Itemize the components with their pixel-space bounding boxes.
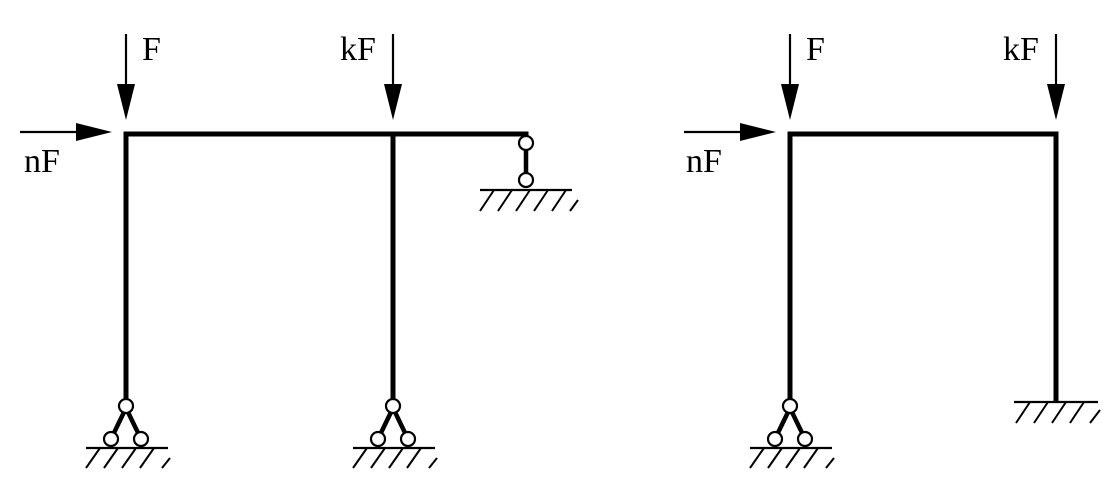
frame2-load-f-label: F	[806, 31, 825, 68]
frame2-right-fixed-support	[1014, 400, 1101, 424]
frame2-load-kf-arrow	[1047, 34, 1065, 120]
frame1-load-nf-arrow	[20, 123, 112, 141]
frame1-load-f-label: F	[142, 31, 161, 68]
frame1-middle-pin-support	[352, 397, 438, 469]
frame2-left-pin-support	[749, 397, 835, 469]
frame1-load-kf-arrow	[384, 34, 402, 120]
frame2-load-nf-label: nF	[686, 143, 722, 180]
frame1-load-f-arrow	[117, 34, 135, 120]
frame2-load-f-arrow	[781, 34, 799, 120]
frame1-right-link-support	[479, 134, 579, 212]
frame2-load-nf-arrow	[684, 123, 776, 141]
frame2-load-kf-label: kF	[1003, 31, 1039, 68]
frame1-left-pin-support	[85, 397, 171, 469]
frame1-load-kf-label: kF	[340, 31, 376, 68]
frame1-load-nf-label: nF	[24, 143, 60, 180]
frame-1: F kF nF	[20, 31, 579, 469]
frame-2: F kF nF	[684, 31, 1101, 469]
